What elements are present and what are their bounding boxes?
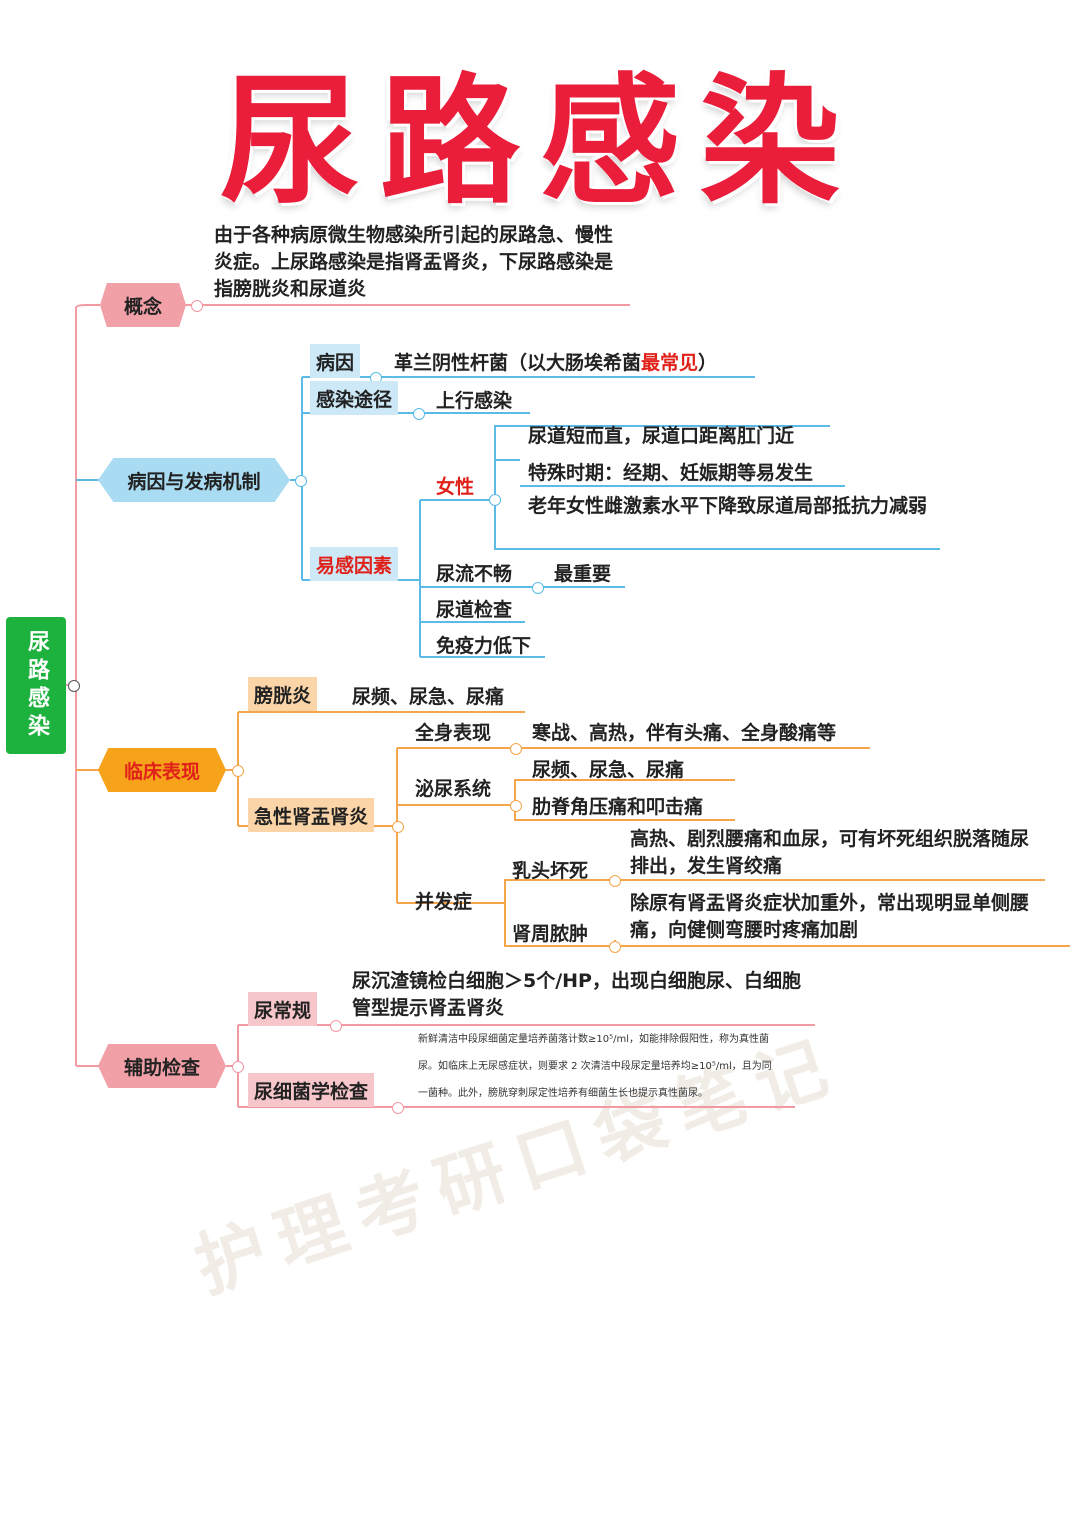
female-item: 尿道短而直，尿道口距离肛门近 — [528, 425, 795, 447]
obstruction-node[interactable]: 尿流不畅 — [436, 563, 513, 585]
complication-node[interactable]: 并发症 — [415, 891, 473, 913]
risk-factor-node[interactable]: 易感因素 — [310, 547, 399, 581]
collapse-toggle[interactable] — [232, 765, 244, 777]
abscess-node[interactable]: 肾周脓肿 — [512, 923, 589, 945]
female-item: 老年女性雌激素水平下降致尿道局部抵抗力减弱 — [528, 495, 928, 517]
collapse-toggle[interactable] — [510, 800, 522, 812]
culture-node[interactable]: 尿细菌学检查 — [248, 1073, 375, 1107]
collapse-toggle[interactable] — [392, 1102, 404, 1114]
route-node[interactable]: 感染途径 — [310, 381, 399, 415]
papillary-node[interactable]: 乳头坏死 — [512, 860, 589, 882]
collapse-toggle[interactable] — [392, 821, 404, 833]
cause-text: 革兰阴性杆菌（以大肠埃希菌最常见） — [394, 352, 718, 374]
urinary-item: 肋脊角压痛和叩击痛 — [532, 796, 704, 818]
collapse-toggle[interactable] — [295, 475, 307, 487]
collapse-toggle[interactable] — [232, 1061, 244, 1073]
obstruction-note: 最重要 — [554, 563, 612, 585]
collapse-toggle[interactable] — [510, 743, 522, 755]
female-node[interactable]: 女性 — [436, 476, 475, 498]
concept-text: 由于各种病原微生物感染所引起的尿路急、慢性炎症。上尿路感染是指肾盂肾炎，下尿路感… — [214, 224, 614, 300]
page-title: 尿路感染 — [219, 61, 860, 224]
female-item: 特殊时期：经期、妊娠期等易发生 — [528, 462, 814, 484]
root-node[interactable]: 尿路感染 — [6, 617, 66, 754]
abscess-text: 除原有肾盂肾炎症状加重外，常出现明显单侧腰痛，向健侧弯腰时疼痛加剧 — [630, 892, 1030, 941]
collapse-toggle[interactable] — [68, 680, 80, 692]
urinary-node[interactable]: 泌尿系统 — [415, 778, 492, 800]
collapse-toggle[interactable] — [609, 941, 621, 953]
papillary-text: 高热、剧烈腰痛和血尿，可有坏死组织脱落随尿排出，发生肾绞痛 — [630, 828, 1030, 877]
immunity-node[interactable]: 免疫力低下 — [436, 635, 532, 657]
routine-text: 尿沉渣镜检白细胞＞5个/HP，出现白细胞尿、白细胞管型提示肾盂肾炎 — [352, 970, 801, 1019]
cystitis-node[interactable]: 膀胱炎 — [248, 677, 318, 711]
clinical-node[interactable]: 临床表现 — [98, 748, 226, 792]
route-text: 上行感染 — [436, 390, 513, 412]
exam-node[interactable]: 辅助检查 — [98, 1044, 226, 1088]
collapse-toggle[interactable] — [413, 408, 425, 420]
cystitis-text: 尿频、尿急、尿痛 — [352, 686, 505, 708]
systemic-node[interactable]: 全身表现 — [415, 722, 492, 744]
pyelonephritis-node[interactable]: 急性肾盂肾炎 — [248, 798, 375, 832]
collapse-toggle[interactable] — [330, 1020, 342, 1032]
collapse-toggle[interactable] — [609, 875, 621, 887]
collapse-toggle[interactable] — [532, 582, 544, 594]
cause-node[interactable]: 病因 — [310, 344, 361, 378]
urinary-item: 尿频、尿急、尿痛 — [532, 759, 685, 781]
culture-text: 新鲜清洁中段尿细菌定量培养菌落计数≥10⁵/ml，如能排除假阳性，称为真性菌 尿… — [418, 1034, 772, 1099]
collapse-toggle[interactable] — [191, 300, 203, 312]
concept-node[interactable]: 概念 — [100, 283, 186, 327]
systemic-text: 寒战、高热，伴有头痛、全身酸痛等 — [532, 722, 837, 744]
etiology-node[interactable]: 病因与发病机制 — [98, 458, 290, 502]
catheter-node[interactable]: 尿道检查 — [436, 599, 513, 621]
routine-node[interactable]: 尿常规 — [248, 992, 318, 1026]
collapse-toggle[interactable] — [489, 494, 501, 506]
